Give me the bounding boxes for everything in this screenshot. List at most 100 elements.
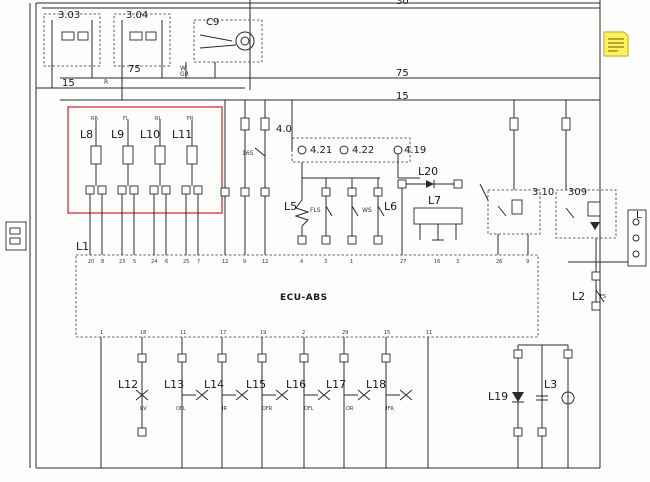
ecu-top-pin: 6 xyxy=(165,259,168,265)
valve-l16: L16 OFL xyxy=(286,337,331,468)
lamp-l19: L19 xyxy=(488,345,524,468)
switch-l2-label: L2 xyxy=(572,290,585,303)
bus-label-mid-lower: 15 xyxy=(396,91,409,102)
wire-code-r: R xyxy=(104,79,108,86)
ecu-top-pin: 12 xyxy=(222,259,228,265)
connector-left xyxy=(5,221,27,251)
bus-label-left: 15 xyxy=(62,78,75,89)
valve-row: L12 RV L13 OFL L14 IR L15 OFR xyxy=(100,337,429,468)
valve-l13-code: OFL xyxy=(176,406,186,412)
valve-l14-code: IR xyxy=(222,406,227,412)
relay-3-04-label: 3.04 xyxy=(126,10,148,21)
connector-l4: L xyxy=(627,209,647,267)
ecu-top-pin: 5 xyxy=(133,259,136,265)
ecu-top-pin: 23 xyxy=(119,259,125,265)
valve-l16-code: OFL xyxy=(304,406,314,412)
ecu-top-pin-labels: 20 8 23 5 24 6 25 7 12 9 12 4 3 1 27 16 … xyxy=(88,259,529,265)
lamp-block: 4.0 4.21 4.22 4.19 xyxy=(276,100,426,179)
bus-label-mid-upper: 75 xyxy=(396,68,409,79)
ecu-top-pin: 3 xyxy=(456,259,459,265)
valve-l13-label: L13 xyxy=(164,378,184,391)
lamp-4-22-label: 4.22 xyxy=(352,145,374,156)
bus-label-top: 30 xyxy=(396,0,409,7)
connector-l1-label: L1 xyxy=(76,240,89,253)
ecu-bottom-pin-labels: 1 18 11 17 19 2 29 15 11 xyxy=(100,330,432,336)
ecu-bottom-pin: 17 xyxy=(220,330,226,336)
wheel-sensor-l10-label: L10 xyxy=(140,128,160,141)
ecu-bottom-pin: 11 xyxy=(426,330,432,336)
pump-c9: C9 W GR xyxy=(180,17,263,78)
valve-l15: L15 OFR xyxy=(246,337,289,468)
valve-l18-code: IFR xyxy=(386,406,394,412)
ecu-bottom-pin: 19 xyxy=(260,330,266,336)
main-bus-lines xyxy=(29,0,601,469)
relay-309-label: 309 xyxy=(568,187,587,198)
switch-fls-label: FLS xyxy=(310,207,321,214)
wheel-sensor-l9: FL L9 xyxy=(111,116,139,195)
wheel-sensor-l8-label: L8 xyxy=(80,128,93,141)
ecu-bottom-pin: 18 xyxy=(140,330,146,336)
relay-3-03: 3.03 xyxy=(43,10,101,88)
valve-l12-label: L12 xyxy=(118,378,138,391)
connector-l4-label: L xyxy=(636,210,642,221)
ecu-top-pin: 7 xyxy=(197,259,200,265)
relay-3-04-wire: 75 xyxy=(128,64,141,75)
relay-3-10-label: 3.10 xyxy=(532,187,554,198)
connector-l7: L7 xyxy=(413,194,463,241)
ecu-top-pin: 12 xyxy=(262,259,268,265)
switch-l6-label: L6 xyxy=(384,200,397,213)
valve-l12-code: RV xyxy=(140,406,147,412)
ecu-top-pin: 26 xyxy=(496,259,502,265)
valve-l13: L13 OFL xyxy=(164,337,209,468)
wheel-sensor-l10: RL L10 xyxy=(140,116,171,195)
switch-l6: WS L6 xyxy=(347,178,397,245)
ecu-top-pin: 9 xyxy=(526,259,529,265)
diode-l20-label: L20 xyxy=(418,165,438,178)
wheel-sensor-l8: RR L8 xyxy=(80,116,107,195)
fuse-label-16s: 16S xyxy=(242,150,254,157)
diode-l20: L20 xyxy=(397,165,463,255)
wheel-sensor-l9-pos: FL xyxy=(123,116,129,122)
valve-l15-code: OFR xyxy=(262,406,273,412)
switch-fs-label: FS xyxy=(600,294,606,300)
wheel-sensor-l8-pos: RR xyxy=(91,116,98,122)
ecu-abs-label: ECU-ABS xyxy=(280,293,328,303)
wheel-sensor-l11: FR L11 xyxy=(172,116,203,195)
wheel-sensor-l11-pos: FR xyxy=(187,116,194,122)
switch-l2: L2 FS xyxy=(568,261,628,311)
ecu-top-pin: 27 xyxy=(400,259,406,265)
switch-l5: L5 FLS xyxy=(284,178,333,245)
wheel-sensor-l9-label: L9 xyxy=(111,128,124,141)
switch-l5-label: L5 xyxy=(284,200,297,213)
wire-code-gr: GR xyxy=(180,71,189,78)
lamp-l19-label: L19 xyxy=(488,390,508,403)
ecu-top-pin: 1 xyxy=(350,259,353,265)
valve-l12: L12 RV xyxy=(118,337,149,437)
ecu-top-pin: 4 xyxy=(300,259,303,265)
fuse-column: 16S xyxy=(220,100,270,255)
ecu-abs: ECU-ABS L1 20 8 23 5 24 6 25 7 12 9 12 4… xyxy=(75,240,539,338)
sticky-note-icon[interactable] xyxy=(603,31,629,57)
valve-l17-code: OR xyxy=(346,406,354,412)
ecu-top-pin: 3 xyxy=(324,259,327,265)
ecu-bottom-pin: 11 xyxy=(180,330,186,336)
relay-309: 309 xyxy=(555,100,617,270)
wheel-sensor-l11-label: L11 xyxy=(172,128,192,141)
lamp-4-19-label: 4.19 xyxy=(404,145,426,156)
valve-l17: L17 OR xyxy=(326,337,371,468)
ecu-bottom-pin: 15 xyxy=(384,330,390,336)
valve-l18: L18 IFR xyxy=(366,337,413,468)
ecu-top-pin: 25 xyxy=(183,259,189,265)
relay-3-10: 3.10 xyxy=(479,100,554,255)
relay-3-03-label: 3.03 xyxy=(58,10,80,21)
valve-l17-label: L17 xyxy=(326,378,346,391)
valve-l18-label: L18 xyxy=(366,378,386,391)
wheel-sensor-l10-pos: RL xyxy=(155,116,161,122)
wire-code-w: W xyxy=(180,65,186,72)
ecu-bottom-pin: 1 xyxy=(100,330,103,336)
ecu-top-pin: 9 xyxy=(243,259,246,265)
highlight-box xyxy=(67,106,223,214)
valve-l16-label: L16 xyxy=(286,378,306,391)
